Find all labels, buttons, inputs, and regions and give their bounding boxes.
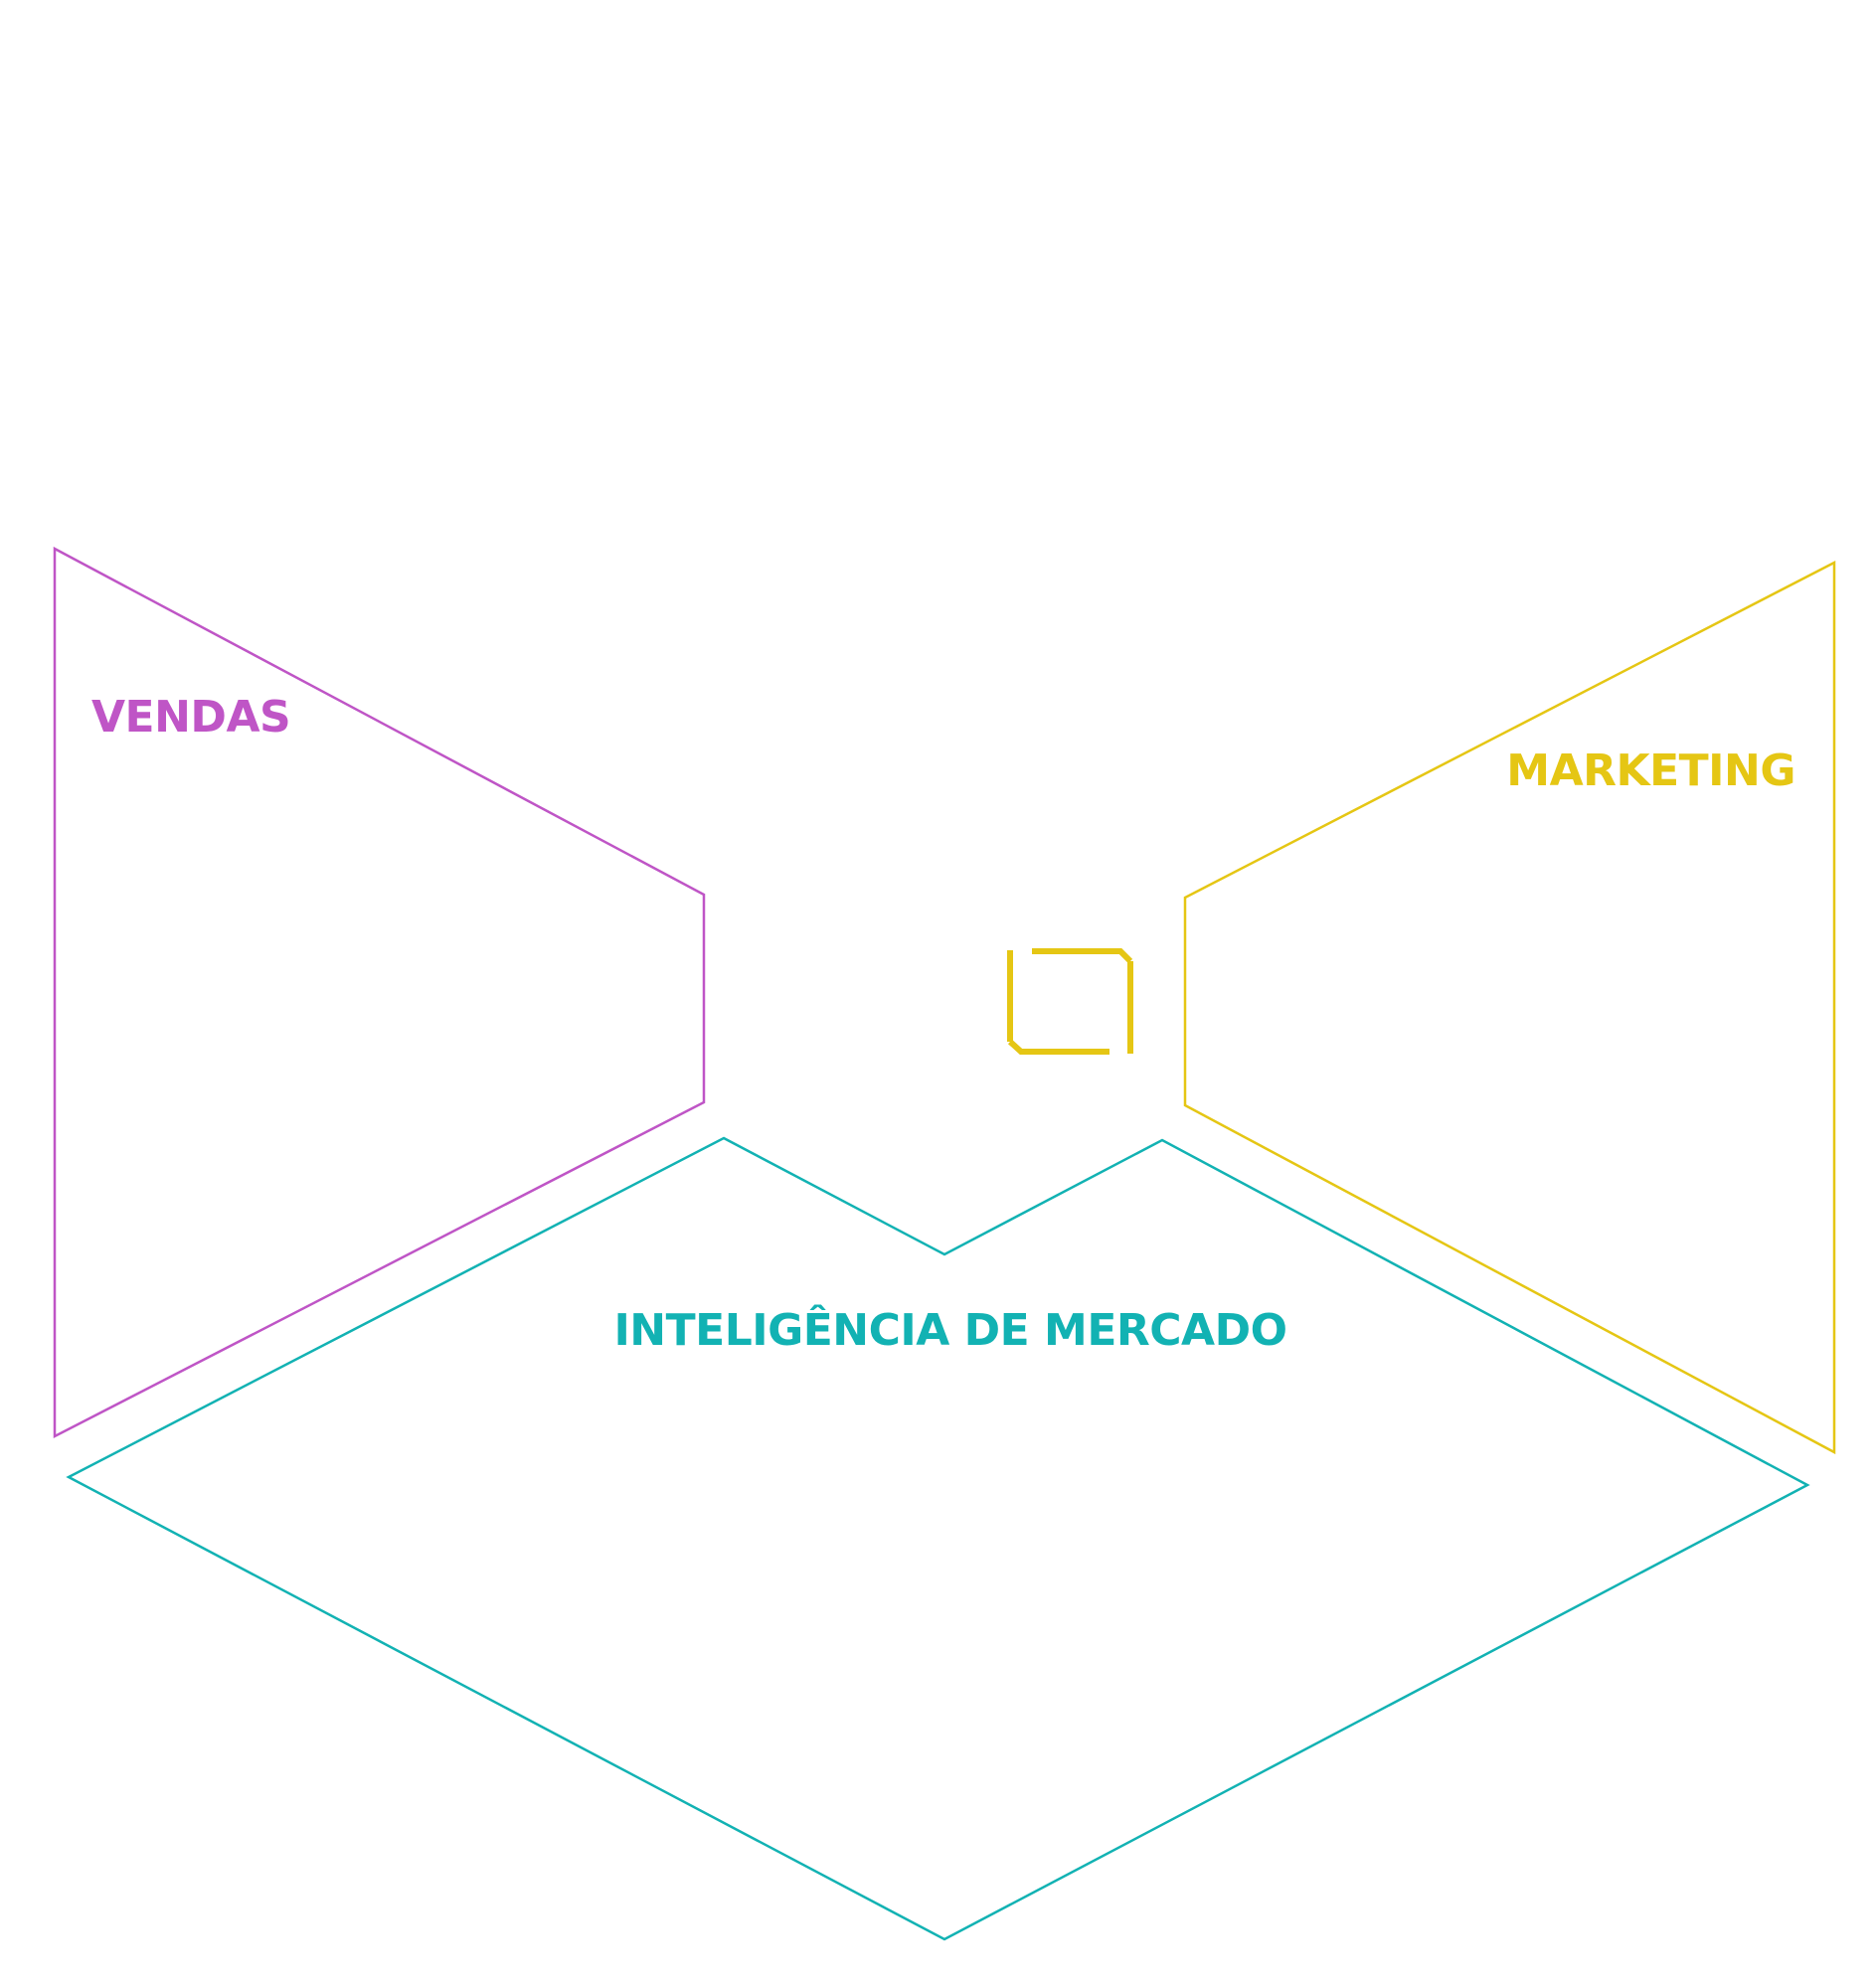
marketing-shape xyxy=(1183,560,1836,1455)
intelligence-shape xyxy=(66,1136,1810,1941)
sales-shape xyxy=(53,546,706,1439)
frame-corners-icon xyxy=(1007,948,1133,1055)
intelligence-label: INTELIGÊNCIA DE MERCADO xyxy=(613,1303,1286,1356)
sales-label: VENDAS xyxy=(91,692,290,743)
marketing-label: MARKETING xyxy=(1506,745,1795,796)
